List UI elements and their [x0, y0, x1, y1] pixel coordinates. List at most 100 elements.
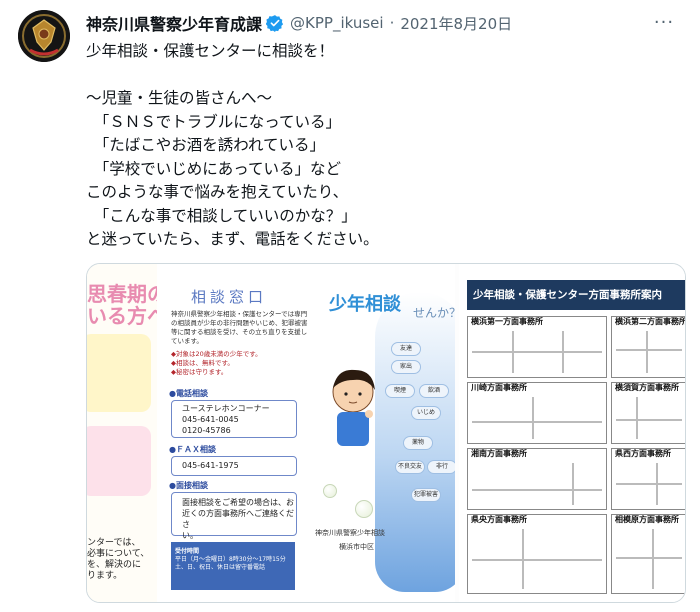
office-map	[616, 463, 682, 505]
leaflet-panel-offices: 少年相談・保護センター方面事務所案内 横浜第一方面事務所 横浜第二方面事務所 川…	[459, 264, 686, 602]
attached-leaflet-image[interactable]: 思春期の いる方へ ンターでは、 必事について、 を、解決のに ります。 相談窓…	[86, 263, 686, 603]
hours-weekday: 平日（月〜金曜日）8時30分〜17時15分	[175, 556, 286, 563]
hours-weekend: 土、日、祝日、休日は留守番電話	[175, 564, 266, 571]
hours-title: 受付時間	[175, 548, 200, 555]
visit-label: ●面接相談	[169, 481, 208, 490]
panel1-title-line2: いる方へ	[87, 304, 157, 328]
tweet-line	[86, 64, 676, 88]
panel1-yellow-box	[87, 334, 151, 412]
illustration-question: せんか？	[413, 306, 455, 320]
visit-line: 近くの方面事務所へご連絡くださ	[182, 509, 294, 529]
panel1-footer-line: ンターでは、	[87, 538, 141, 548]
fax-label: ●ＦＡＸ相談	[169, 445, 216, 454]
tweet-date[interactable]: 2021年8月20日	[400, 14, 513, 33]
topic-bubble: 友達	[391, 342, 421, 356]
office-map	[472, 331, 602, 373]
tweet-line: 〜児童・生徒の皆さんへ〜	[86, 89, 273, 107]
panel1-pink-box	[87, 426, 151, 496]
tweet-line: このような事で悩みを抱えていたり、	[86, 183, 349, 201]
panel1-footer-line: ります。	[87, 571, 123, 581]
panel1-footer: ンターでは、 必事について、 を、解決のに ります。	[87, 538, 149, 582]
avatar[interactable]	[18, 10, 70, 62]
office-card: 県西方面事務所	[611, 448, 685, 510]
tweet-header: 神奈川県警察少年育成課 @KPP_ikusei · 2021年8月20日	[86, 12, 512, 34]
leaflet-panel-adolescence: 思春期の いる方へ ンターでは、 必事について、 を、解決のに ります。	[87, 264, 157, 602]
leaflet-panel-consultation: 相談窓口 神奈川県警察少年相談・保護センターでは専門の相談員が少年の非行問題やい…	[157, 264, 315, 602]
child-thinking-illustration	[332, 369, 375, 446]
office-card: 湘南方面事務所	[467, 448, 607, 510]
office-card: 横浜第二方面事務所	[611, 316, 686, 378]
fax-box: 045-641-1975	[171, 456, 297, 476]
office-name: 県央方面事務所	[471, 515, 527, 524]
consultation-note: ◆秘密は守ります。	[171, 368, 228, 376]
offices-banner-text: 少年相談・保護センター方面事務所案内	[473, 289, 662, 301]
topic-bubble: 薬物	[403, 436, 433, 450]
consultation-title: 相談窓口	[191, 288, 268, 306]
phone-box: ユーステレホンコーナー 045-641-0045 0120-45786	[171, 400, 297, 438]
office-card: 県央方面事務所	[467, 514, 607, 594]
separator-dot: ·	[389, 14, 395, 32]
leaflet-panel-illustration: 少年相談 せんか？ 友達 家出 喫煙 飲酒 いじめ 薬物 不良交友 非行 犯罪被…	[315, 264, 455, 602]
tweet-line: と迷っていたら、まず、電話をください。	[86, 230, 379, 248]
office-map	[616, 397, 682, 439]
consultation-note: ◆相談は、無料です。	[171, 359, 234, 367]
reception-hours: 受付時間 平日（月〜金曜日）8時30分〜17時15分 土、日、祝日、休日は留守番…	[171, 542, 295, 590]
visit-box: 面接相談をご希望の場合は、お 近くの方面事務所へご連絡くださ い。	[171, 492, 297, 540]
topic-bubble: いじめ	[411, 406, 441, 420]
tweet-text: 少年相談・保護センターに相談を！ 〜児童・生徒の皆さんへ〜 「ＳＮＳでトラブルに…	[86, 40, 676, 252]
phone-label: ●電話相談	[169, 389, 208, 398]
consultation-note: ◆対象は20歳未満の少年です。	[171, 350, 262, 358]
panel1-footer-line: 必事について、	[87, 549, 150, 559]
office-name: 横浜第二方面事務所	[615, 317, 686, 326]
tweet-line: 「学校でいじめにあっている」など	[86, 159, 341, 178]
visit-line: い。	[182, 531, 198, 540]
topic-bubble: 家出	[391, 360, 421, 374]
visit-line: 面接相談をご希望の場合は、お	[182, 498, 294, 507]
topic-bubble: 不良交友	[395, 460, 425, 474]
topic-bubble: 非行	[427, 460, 455, 474]
account-handle[interactable]: @KPP_ikusei	[290, 14, 384, 32]
tweet-line: 「ＳＮＳでトラブルになっている」	[86, 112, 341, 131]
decor-ball	[355, 500, 373, 518]
office-map	[472, 529, 602, 589]
account-name[interactable]: 神奈川県警察少年育成課	[86, 15, 263, 34]
illustration-title: 少年相談	[329, 294, 401, 315]
illustration-org: 神奈川県警察少年相談	[315, 529, 385, 537]
office-map	[472, 397, 602, 439]
phone-number-free: 0120-45786	[182, 426, 231, 435]
phone-number: 045-641-0045	[182, 415, 239, 424]
illustration-org-sub: 横浜市中区	[339, 543, 374, 551]
office-name: 横須賀方面事務所	[615, 383, 679, 392]
topic-bubble: 飲酒	[419, 384, 449, 398]
office-name: 湘南方面事務所	[471, 449, 527, 458]
office-map	[472, 463, 602, 505]
topic-bubble: 喫煙	[385, 384, 415, 398]
office-name: 川崎方面事務所	[471, 383, 527, 392]
consultation-notes: ◆対象は20歳未満の少年です。 ◆相談は、無料です。 ◆秘密は守ります。	[171, 350, 311, 377]
office-name: 相模原方面事務所	[615, 515, 679, 524]
office-card: 横浜第一方面事務所	[467, 316, 607, 378]
fax-number: 045-641-1975	[182, 461, 239, 470]
topic-bubble: 犯罪被害	[411, 488, 441, 502]
office-card: 相模原方面事務所	[611, 514, 685, 594]
office-map	[616, 529, 682, 589]
office-map	[616, 331, 682, 373]
offices-banner: 少年相談・保護センター方面事務所案内	[467, 280, 685, 310]
tweet-line: 少年相談・保護センターに相談を！	[86, 42, 335, 60]
more-options-icon: ···	[653, 11, 675, 33]
verified-badge-icon	[266, 15, 284, 32]
police-emblem-icon	[18, 10, 70, 62]
office-name: 横浜第一方面事務所	[471, 317, 543, 326]
panel1-title-line1: 思春期の	[87, 282, 157, 306]
decor-ball	[323, 484, 337, 498]
tweet-line: 「こんな事で相談していいのかな？」	[86, 206, 357, 225]
tweet-line: 「たばこやお酒を誘われている」	[86, 136, 326, 154]
office-card: 横須賀方面事務所	[611, 382, 685, 444]
consultation-intro: 神奈川県警察少年相談・保護センターでは専門の相談員が少年の非行問題やいじめ、犯罪…	[171, 310, 308, 345]
phone-line: ユーステレホンコーナー	[182, 404, 270, 413]
panel1-footer-line: を、解決のに	[87, 560, 142, 570]
more-options-button[interactable]: ···	[652, 10, 676, 34]
office-card: 川崎方面事務所	[467, 382, 607, 444]
office-name: 県西方面事務所	[615, 449, 671, 458]
